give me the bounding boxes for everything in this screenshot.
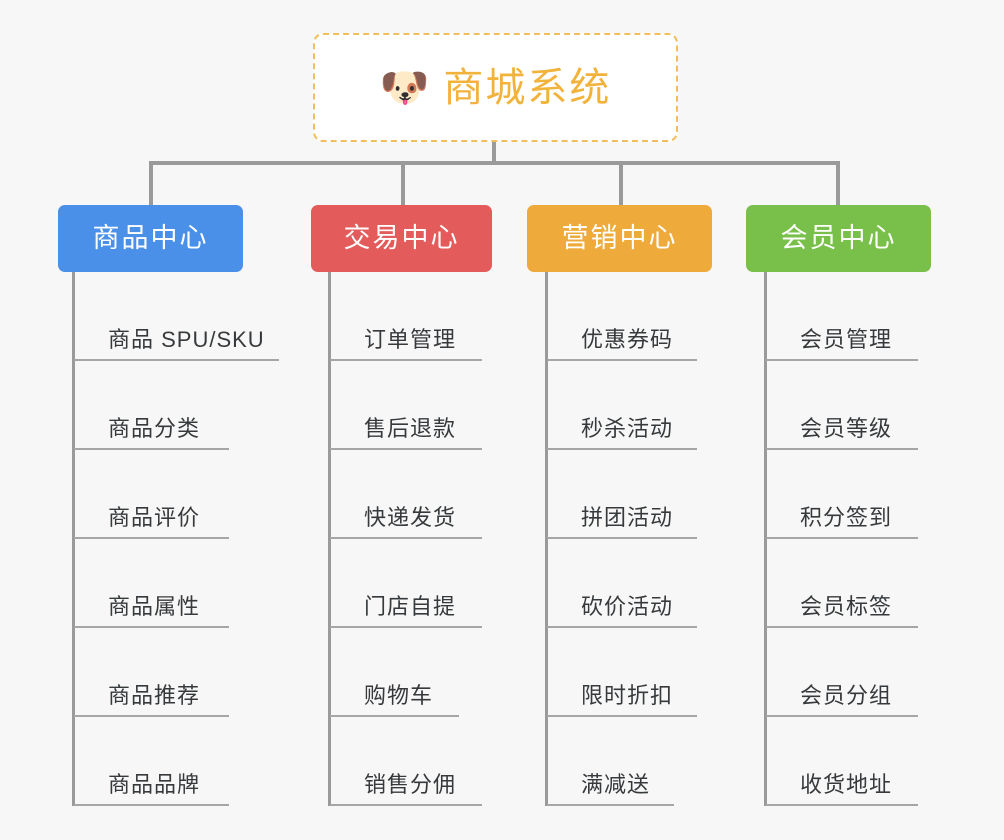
category-label: 营销中心 — [561, 223, 678, 253]
leaf-item[interactable]: 优惠券码 — [547, 272, 697, 361]
connector-stub-trade-center — [401, 161, 405, 207]
category-label: 商品中心 — [92, 223, 209, 253]
leaf-item[interactable]: 满减送 — [547, 717, 674, 806]
leaf-item-label: 售后退款 — [364, 415, 457, 441]
connector-stub-member-center — [836, 161, 840, 207]
leaf-item-label: 拼团活动 — [581, 504, 674, 530]
leaf-item-label: 砍价活动 — [581, 593, 674, 619]
root-node[interactable]: 🐶 商城系统 — [313, 33, 678, 142]
connector-stub-marketing-center — [619, 161, 623, 207]
leaf-item[interactable]: 收货地址 — [766, 717, 918, 806]
leaf-item-label: 商品推荐 — [108, 682, 201, 708]
connector-horizontal-bus — [149, 161, 840, 165]
root-node-title: 商城系统 — [443, 65, 612, 110]
leaf-rail-member-center — [764, 272, 767, 806]
category-node-member-center[interactable]: 会员中心 — [746, 205, 931, 272]
leaf-item[interactable]: 拼团活动 — [547, 450, 697, 539]
leaf-item-label: 限时折扣 — [581, 682, 674, 708]
leaf-item-label: 会员标签 — [800, 593, 893, 619]
leaf-item[interactable]: 购物车 — [330, 628, 459, 717]
leaf-item[interactable]: 积分签到 — [766, 450, 918, 539]
leaf-item-label: 商品品牌 — [108, 771, 201, 797]
leaf-rail-product-center — [72, 272, 75, 806]
category-label: 交易中心 — [343, 223, 460, 253]
leaf-item-label: 订单管理 — [364, 326, 457, 352]
leaf-item-label: 商品评价 — [108, 504, 201, 530]
leaf-item-label: 秒杀活动 — [581, 415, 674, 441]
leaf-item[interactable]: 订单管理 — [330, 272, 482, 361]
leaf-item[interactable]: 商品属性 — [74, 539, 229, 628]
category-node-trade-center[interactable]: 交易中心 — [311, 205, 492, 272]
category-node-marketing-center[interactable]: 营销中心 — [527, 205, 712, 272]
category-node-product-center[interactable]: 商品中心 — [58, 205, 243, 272]
leaf-item[interactable]: 会员等级 — [766, 361, 918, 450]
category-label: 会员中心 — [780, 223, 897, 253]
connector-stub-product-center — [149, 161, 153, 207]
leaf-item-label: 快递发货 — [364, 504, 457, 530]
leaf-item[interactable]: 门店自提 — [330, 539, 482, 628]
leaf-rail-marketing-center — [545, 272, 548, 806]
leaf-item-label: 优惠券码 — [581, 326, 674, 352]
leaf-item-label: 积分签到 — [800, 504, 893, 530]
leaf-item-label: 会员分组 — [800, 682, 893, 708]
leaf-item-label: 门店自提 — [364, 593, 457, 619]
leaf-column-marketing-center: 优惠券码秒杀活动拼团活动砍价活动限时折扣满减送 — [545, 272, 697, 806]
dog-face-icon: 🐶 — [379, 65, 430, 110]
leaf-item[interactable]: 商品 SPU/SKU — [74, 272, 279, 361]
leaf-item[interactable]: 会员分组 — [766, 628, 918, 717]
leaf-item[interactable]: 销售分佣 — [330, 717, 482, 806]
leaf-item[interactable]: 砍价活动 — [547, 539, 697, 628]
leaf-item[interactable]: 会员管理 — [766, 272, 918, 361]
leaf-item[interactable]: 商品评价 — [74, 450, 229, 539]
leaf-item-label: 收货地址 — [800, 771, 893, 797]
leaf-item-label: 满减送 — [581, 771, 651, 797]
leaf-item-label: 销售分佣 — [364, 771, 457, 797]
leaf-item[interactable]: 快递发货 — [330, 450, 482, 539]
leaf-item[interactable]: 商品推荐 — [74, 628, 229, 717]
leaf-item-label: 商品 SPU/SKU — [108, 326, 265, 352]
leaf-item[interactable]: 商品分类 — [74, 361, 229, 450]
leaf-item[interactable]: 会员标签 — [766, 539, 918, 628]
leaf-item[interactable]: 秒杀活动 — [547, 361, 697, 450]
leaf-column-trade-center: 订单管理售后退款快递发货门店自提购物车销售分佣 — [328, 272, 482, 806]
connector-root-vertical — [492, 142, 496, 164]
leaf-item[interactable]: 售后退款 — [330, 361, 482, 450]
leaf-column-member-center: 会员管理会员等级积分签到会员标签会员分组收货地址 — [764, 272, 918, 806]
leaf-item-label: 会员等级 — [800, 415, 893, 441]
leaf-item-label: 购物车 — [364, 682, 434, 708]
leaf-item-label: 商品属性 — [108, 593, 201, 619]
leaf-item[interactable]: 商品品牌 — [74, 717, 229, 806]
leaf-item-label: 会员管理 — [800, 326, 893, 352]
leaf-rail-trade-center — [328, 272, 331, 806]
leaf-item-label: 商品分类 — [108, 415, 201, 441]
leaf-column-product-center: 商品 SPU/SKU 商品分类商品评价商品属性商品推荐商品品牌 — [72, 272, 279, 806]
leaf-item[interactable]: 限时折扣 — [547, 628, 697, 717]
